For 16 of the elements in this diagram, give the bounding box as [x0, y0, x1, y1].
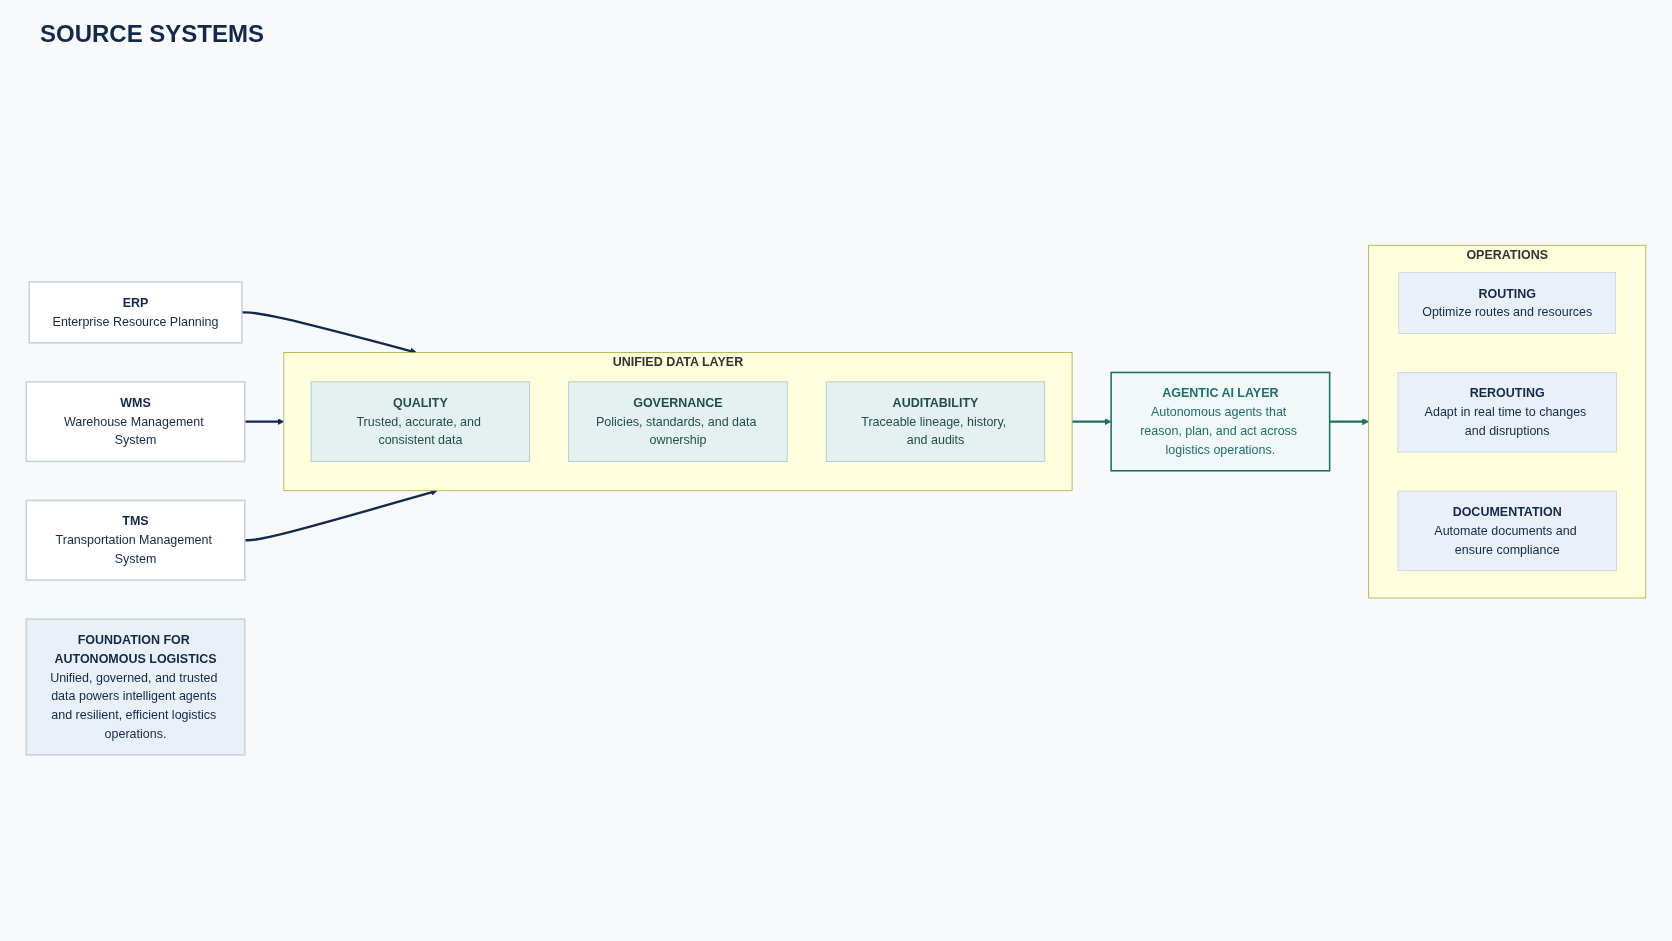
node-box: FOUNDATION FOR AUTONOMOUS LOGISTICS Unified, governed, and trusted data powers intelligent agents and resilient, efficient logistics operations.: [25, 618, 246, 756]
node-box: REROUTING Adapt in real time to changes and disruptions: [1397, 372, 1617, 453]
arrow: [244, 418, 285, 425]
node-box: GOVERNANCE Policies, standards, and data ownership: [568, 381, 788, 462]
node-box: AGENTIC AI LAYER Autonomous agents that reason, plan, and act across logistics operations.: [1110, 371, 1331, 472]
node-box: ROUTING Optimize routes and resources: [1398, 272, 1617, 334]
node-box: ERP Enterprise Resource Planning: [28, 281, 243, 344]
node-box: DOCUMENTATION Automate documents and ensure compliance: [1397, 490, 1617, 571]
node-box: AUDITABILITY Traceable lineage, history, and audits: [825, 381, 1046, 462]
arrow: [244, 489, 438, 542]
node-box: WMS Warehouse Management System: [25, 380, 246, 463]
node-box: QUALITY Trusted, accurate, and consistent data: [310, 381, 531, 462]
arrow: [1072, 418, 1112, 425]
node-box: TMS Transportation Management System: [25, 499, 246, 581]
arrow: [1329, 418, 1369, 425]
section-heading: SOURCE SYSTEMS: [40, 20, 265, 48]
